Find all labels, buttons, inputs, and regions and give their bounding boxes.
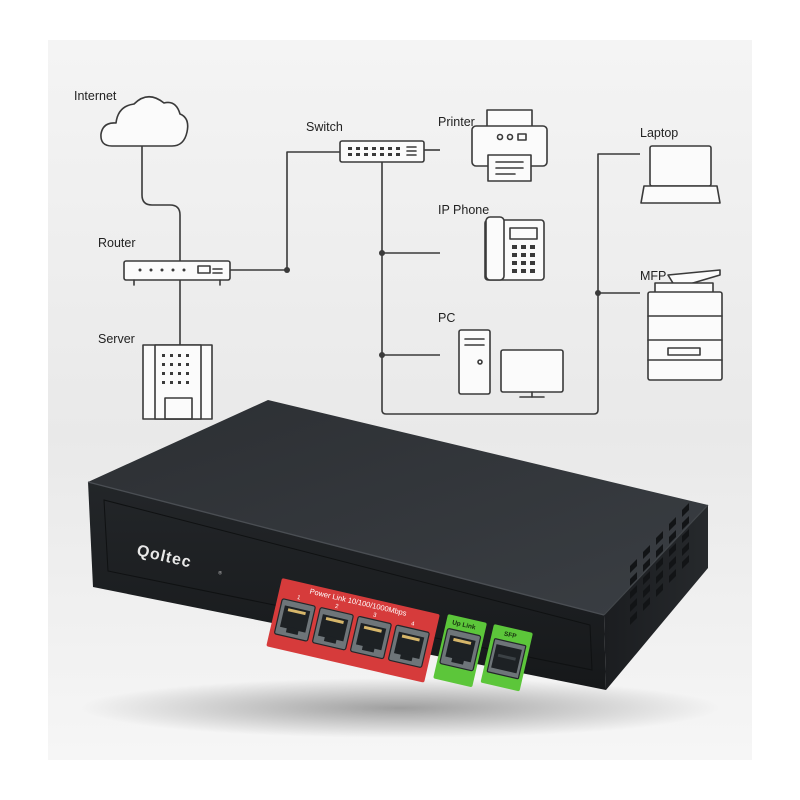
vent-slot	[656, 544, 663, 559]
mfp-icon	[647, 269, 723, 381]
rj45-port-2[interactable]	[312, 607, 354, 651]
router-icon	[123, 260, 231, 286]
device-top	[88, 400, 708, 615]
uplink-port-group: Up Link	[433, 614, 487, 687]
vent-slot	[656, 557, 663, 572]
port-number-3: 3	[372, 612, 377, 619]
vent-slot	[630, 572, 637, 587]
vent-slot	[630, 598, 637, 613]
label-laptop: Laptop	[640, 126, 678, 140]
device-shadow	[80, 678, 720, 738]
vent-slot	[682, 503, 689, 518]
poe-switch-device: Qoltec ® Power Link 10/100/1000Mbps 1 2 …	[80, 400, 720, 738]
label-printer: Printer	[438, 115, 475, 129]
vent-slot	[656, 570, 663, 585]
label-pc: PC	[438, 311, 455, 325]
vent-slot	[682, 516, 689, 531]
side-vents	[630, 503, 689, 626]
vent-slot	[643, 545, 650, 560]
vent-slot	[630, 611, 637, 626]
vent-slot	[643, 597, 650, 612]
label-mfp: MFP	[640, 269, 666, 283]
label-ip-phone: IP Phone	[438, 203, 489, 217]
poe-port-group: Power Link 10/100/1000Mbps 1 2 3 4	[266, 578, 440, 683]
label-internet: Internet	[74, 89, 117, 103]
printer-icon	[471, 109, 548, 182]
sfp-port-group: SFP	[480, 624, 533, 692]
vent-slot	[669, 543, 676, 558]
monitor-icon	[500, 349, 564, 398]
vent-slot	[643, 558, 650, 573]
port-number-4: 4	[410, 621, 415, 628]
vent-slot	[682, 555, 689, 570]
sfp-port[interactable]	[486, 638, 527, 680]
label-router: Router	[98, 236, 136, 250]
svg-text:®: ®	[218, 569, 223, 577]
port-number-2: 2	[334, 604, 339, 611]
rj45-port-1[interactable]	[274, 598, 316, 642]
vent-slot	[682, 542, 689, 557]
uplink-rj45-port[interactable]	[439, 628, 482, 672]
port-number-1: 1	[296, 595, 301, 602]
vent-slot	[643, 584, 650, 599]
switch-icon	[339, 140, 425, 163]
vent-slot	[656, 531, 663, 546]
vent-slot	[669, 569, 676, 584]
ip-phone-icon	[484, 216, 545, 281]
vent-slot	[630, 559, 637, 574]
cloud-icon	[100, 95, 189, 147]
vent-slot	[669, 530, 676, 545]
vent-slot	[682, 529, 689, 544]
vent-slot	[669, 556, 676, 571]
connection-lines	[141, 146, 640, 415]
vent-slot	[669, 517, 676, 532]
vent-slot	[643, 571, 650, 586]
rj45-port-3[interactable]	[350, 615, 392, 660]
rj45-port-4[interactable]	[388, 624, 430, 668]
server-icon	[142, 344, 213, 420]
sfp-label: SFP	[503, 631, 518, 641]
laptop-icon	[640, 145, 721, 204]
vent-slot	[656, 583, 663, 598]
pc-tower-icon	[458, 329, 491, 395]
label-switch: Switch	[306, 120, 343, 134]
label-server: Server	[98, 332, 135, 346]
vent-slot	[630, 585, 637, 600]
